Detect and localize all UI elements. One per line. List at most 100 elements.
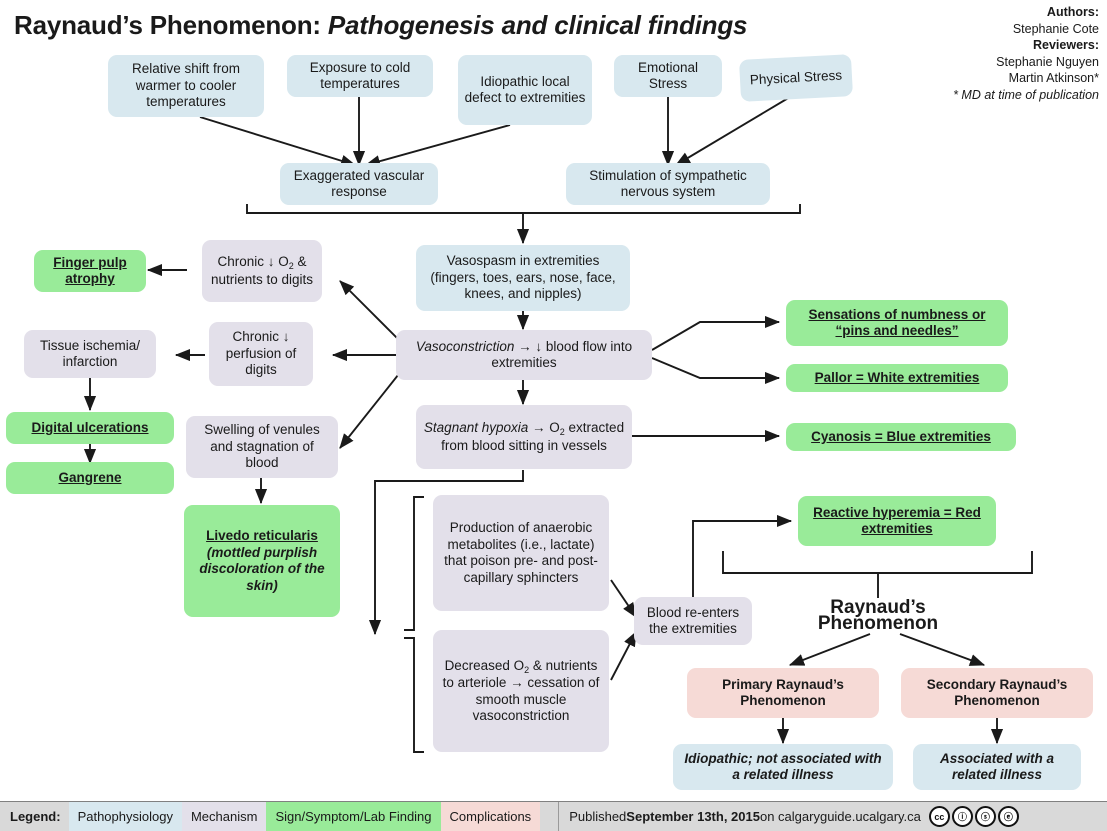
node-idiopathic-defect[interactable]: Idiopathic local defect to extremities	[458, 55, 592, 125]
node-exaggerated-vascular-response[interactable]: Exaggerated vascular response	[280, 163, 438, 205]
node-chronic-perfusion[interactable]: Chronic ↓ perfusion of digits	[209, 322, 313, 386]
node-label: Production of anaerobic metabolites (i.e…	[444, 520, 598, 585]
legend-item-pathophysiology: Pathophysiology	[68, 802, 182, 831]
node-label: Reactive hyperemia = Red extremities	[813, 504, 981, 537]
node-label: Tissue ischemia/ infarction	[39, 337, 141, 370]
creative-commons-icon[interactable]: cc ⓘ ⓢ ⓔ	[928, 806, 1019, 827]
node-reactive-hyperemia[interactable]: Reactive hyperemia = Red extremities	[798, 496, 996, 546]
node-label: Exaggerated vascular response	[293, 167, 425, 200]
reviewers-label: Reviewers:	[1032, 38, 1099, 52]
title-main: Raynaud’s Phenomenon:	[14, 10, 321, 40]
node-label: Sensations of numbness or “pins and need…	[808, 306, 986, 339]
node-production-anaerobic-metabolites[interactable]: Production of anaerobic metabolites (i.e…	[433, 495, 609, 611]
authors-block: Authors: Stephanie Cote Reviewers: Steph…	[879, 4, 1099, 103]
node-label: Associated with a related illness	[939, 750, 1055, 783]
node-livedo-reticularis[interactable]: Livedo reticularis (mottled purplish dis…	[184, 505, 340, 617]
node-chronic-o2-nutrients[interactable]: Chronic ↓ O2 & nutrients to digits	[202, 240, 322, 302]
node-stagnant-hypoxia[interactable]: Stagnant hypoxia → O2 extracted from blo…	[416, 405, 632, 469]
reviewer-1: Stephanie Nguyen	[996, 54, 1099, 69]
legend-item-label: Mechanism	[190, 809, 258, 824]
cc-mark-sa: ⓔ	[997, 806, 1019, 827]
legend-bar: Legend: Pathophysiology Mechanism Sign/S…	[0, 801, 1107, 831]
node-label-emph: Stagnant hypoxia	[423, 420, 529, 435]
node-label: Digital ulcerations	[31, 419, 149, 435]
node-decreased-o2-arteriole[interactable]: Decreased O2 & nutrients to arteriole → …	[433, 630, 609, 752]
node-label: Physical Stress	[749, 67, 843, 88]
reviewer-2: Martin Atkinson*	[1008, 71, 1099, 85]
node-label: Relative shift from warmer to cooler tem…	[131, 61, 241, 110]
node-sensations-numbness[interactable]: Sensations of numbness or “pins and need…	[786, 300, 1008, 346]
node-label: Pallor = White extremities	[814, 369, 980, 385]
node-label: Swelling of venules and stagnation of bl…	[204, 422, 320, 471]
node-vasospasm[interactable]: Vasospasm in extremities (fingers, toes,…	[416, 245, 630, 311]
node-secondary-raynaud[interactable]: Secondary Raynaud’s Phenomenon	[901, 668, 1093, 718]
subscript-2: 2	[288, 261, 294, 271]
node-primary-description[interactable]: Idiopathic; not associated with a relate…	[673, 744, 893, 790]
node-blood-reenters[interactable]: Blood re-enters the extremities	[634, 597, 752, 645]
node-pallor-white[interactable]: Pallor = White extremities	[786, 364, 1008, 392]
legend-item-sign-symptom: Sign/Symptom/Lab Finding	[266, 802, 441, 831]
node-relative-shift[interactable]: Relative shift from warmer to cooler tem…	[108, 55, 264, 117]
node-physical-stress[interactable]: Physical Stress	[738, 54, 854, 102]
cc-mark-nc: ⓢ	[974, 806, 996, 827]
legend-item-label: Pathophysiology	[77, 809, 173, 824]
legend-item-label: Complications	[449, 809, 532, 824]
node-primary-raynaud[interactable]: Primary Raynaud’s Phenomenon	[687, 668, 879, 718]
legend-item-label: Sign/Symptom/Lab Finding	[275, 809, 432, 824]
node-label-rest: → ↓ blood flow into extremities	[491, 338, 633, 371]
node-label-mid: → O	[528, 420, 560, 435]
author-name: Stephanie Cote	[1012, 21, 1099, 36]
node-label: Vasospasm in extremities (fingers, toes,…	[430, 253, 616, 302]
node-label-sub: (mottled purplish discoloration of the s…	[199, 544, 325, 593]
node-swelling-venules[interactable]: Swelling of venules and stagnation of bl…	[186, 416, 338, 478]
authors-label: Authors:	[1046, 5, 1099, 19]
published-date: September 13th, 2015	[626, 809, 760, 824]
legend-label: Legend:	[10, 809, 61, 824]
node-label: Emotional Stress	[637, 59, 699, 92]
node-label: Chronic ↓ O2 & nutrients to digits	[208, 254, 316, 288]
node-label: Exposure to cold temperatures	[309, 59, 411, 92]
publication-info: Published September 13th, 2015 on calgar…	[558, 802, 1029, 831]
node-label: Stimulation of sympathetic nervous syste…	[589, 167, 747, 200]
node-label: Idiopathic local defect to extremities	[464, 73, 586, 106]
cc-mark-cc: cc	[928, 806, 950, 827]
node-sympathetic-stimulation[interactable]: Stimulation of sympathetic nervous syste…	[566, 163, 770, 205]
page-title: Raynaud’s Phenomenon: Pathogenesis and c…	[14, 10, 748, 41]
node-label: Chronic ↓ perfusion of digits	[225, 329, 297, 378]
node-label-pre: Chronic ↓ O	[217, 254, 289, 269]
node-label: Gangrene	[58, 469, 122, 485]
legend-item-mechanism: Mechanism	[181, 802, 267, 831]
node-raynaud-phenomenon: Raynaud’s Phenomenon	[768, 598, 988, 634]
subscript-2: 2	[559, 427, 565, 437]
node-vasoconstriction[interactable]: Vasoconstriction → ↓ blood flow into ext…	[396, 330, 652, 380]
node-secondary-description[interactable]: Associated with a related illness	[913, 744, 1081, 790]
node-label: Primary Raynaud’s Phenomenon	[722, 676, 844, 709]
authors-footnote: * MD at time of publication	[953, 87, 1099, 102]
node-label-title: Livedo reticularis	[206, 528, 318, 543]
node-cyanosis-blue[interactable]: Cyanosis = Blue extremities	[786, 423, 1016, 451]
node-label-emph: Vasoconstriction	[415, 338, 515, 354]
node-label: Vasoconstriction → ↓ blood flow into ext…	[402, 339, 646, 372]
node-label: Idiopathic; not associated with a relate…	[684, 750, 882, 783]
node-emotional-stress[interactable]: Emotional Stress	[614, 55, 722, 97]
published-source: on calgaryguide.ucalgary.ca	[759, 809, 921, 824]
node-label-rest: extracted from blood sitting in vessels	[441, 420, 625, 453]
node-digital-ulcerations[interactable]: Digital ulcerations	[6, 412, 174, 444]
title-subtitle: Pathogenesis and clinical findings	[327, 10, 748, 40]
node-gangrene[interactable]: Gangrene	[6, 462, 174, 494]
node-label: Decreased O2 & nutrients to arteriole → …	[439, 658, 603, 725]
node-label: Cyanosis = Blue extremities	[811, 428, 991, 444]
node-label: Finger pulp atrophy	[53, 254, 127, 287]
node-label-rest: & nutrients to arteriole → cessation of …	[442, 657, 600, 724]
node-label-pre: Decreased O	[444, 657, 525, 673]
node-label: Blood re-enters the extremities	[646, 604, 740, 637]
cc-mark-by: ⓘ	[951, 806, 973, 827]
subscript-2: 2	[524, 664, 530, 675]
node-cold-exposure[interactable]: Exposure to cold temperatures	[287, 55, 433, 97]
legend-item-complications: Complications	[440, 802, 541, 831]
node-label: Secondary Raynaud’s Phenomenon	[926, 676, 1068, 709]
node-finger-pulp-atrophy[interactable]: Finger pulp atrophy	[34, 250, 146, 292]
node-tissue-ischemia[interactable]: Tissue ischemia/ infarction	[24, 330, 156, 378]
published-prefix: Published	[569, 809, 627, 824]
